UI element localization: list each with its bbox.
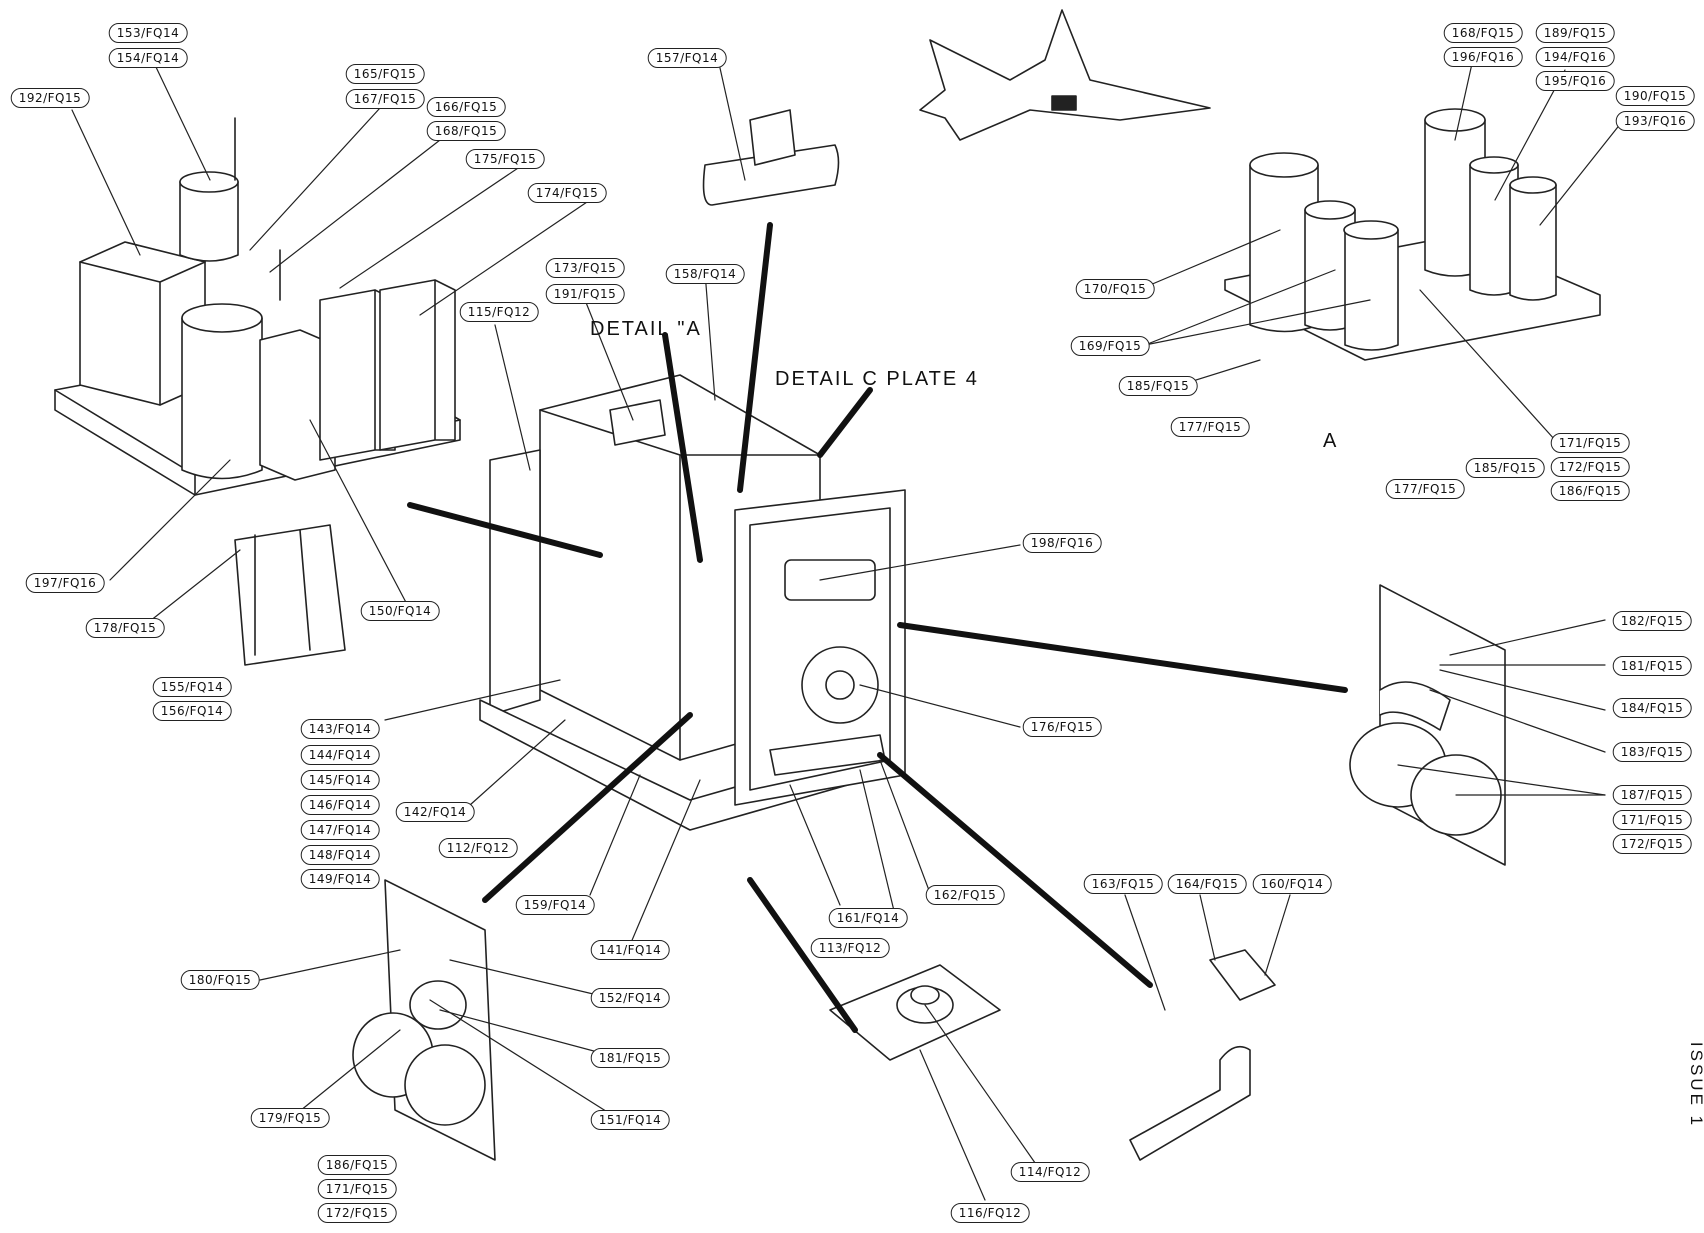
top-left-power-unit bbox=[54, 117, 461, 666]
part-callout: 193/FQ16 bbox=[1615, 111, 1695, 131]
part-callout: 177/FQ15 bbox=[1385, 479, 1465, 499]
view-a-caption: A bbox=[1323, 430, 1339, 452]
part-callout: 196/FQ16 bbox=[1443, 47, 1523, 67]
detail-a-caption: DETAIL "A bbox=[590, 318, 702, 340]
part-callout: 164/FQ15 bbox=[1167, 874, 1247, 894]
part-callout: 198/FQ16 bbox=[1022, 533, 1102, 553]
part-callout: 167/FQ15 bbox=[345, 89, 425, 109]
part-callout: 173/FQ15 bbox=[545, 258, 625, 278]
part-callout: 156/FQ14 bbox=[152, 701, 232, 721]
part-callout: 158/FQ14 bbox=[665, 264, 745, 284]
connector-plug bbox=[702, 109, 840, 206]
part-callout: 159/FQ14 bbox=[515, 895, 595, 915]
left-lower-panel bbox=[352, 879, 496, 1161]
part-callout: 160/FQ14 bbox=[1252, 874, 1332, 894]
part-callout: 191/FQ15 bbox=[545, 284, 625, 304]
part-callout: 172/FQ15 bbox=[317, 1203, 397, 1223]
part-callout: 150/FQ14 bbox=[360, 601, 440, 621]
valve-deck-detail-a bbox=[1224, 108, 1601, 361]
part-callout: 157/FQ14 bbox=[647, 48, 727, 68]
base-mount bbox=[829, 964, 1001, 1061]
part-callout: 116/FQ12 bbox=[950, 1203, 1030, 1223]
part-callout: 183/FQ15 bbox=[1612, 742, 1692, 762]
leader-lines bbox=[71, 49, 1626, 1201]
part-callout: 194/FQ16 bbox=[1535, 47, 1615, 67]
part-callout: 152/FQ14 bbox=[590, 988, 670, 1008]
central-chassis bbox=[479, 374, 906, 831]
part-callout: 187/FQ15 bbox=[1612, 785, 1692, 805]
part-callout: 186/FQ15 bbox=[1550, 481, 1630, 501]
part-callout: 182/FQ15 bbox=[1612, 611, 1692, 631]
part-callout: 144/FQ14 bbox=[300, 745, 380, 765]
part-callout: 142/FQ14 bbox=[395, 802, 475, 822]
part-callout: 154/FQ14 bbox=[108, 48, 188, 68]
part-callout: 147/FQ14 bbox=[300, 820, 380, 840]
part-callout: 166/FQ15 bbox=[426, 97, 506, 117]
part-callout: 168/FQ15 bbox=[1443, 23, 1523, 43]
part-callout: 170/FQ15 bbox=[1075, 279, 1155, 299]
part-callout: 155/FQ14 bbox=[152, 677, 232, 697]
detail-c-caption: DETAIL C PLATE 4 bbox=[775, 368, 979, 390]
part-callout: 197/FQ16 bbox=[25, 573, 105, 593]
part-callout: 115/FQ12 bbox=[459, 302, 539, 322]
part-callout: 112/FQ12 bbox=[438, 838, 518, 858]
part-callout: 163/FQ15 bbox=[1083, 874, 1163, 894]
part-callout: 146/FQ14 bbox=[300, 795, 380, 815]
part-callout: 185/FQ15 bbox=[1118, 376, 1198, 396]
part-callout: 190/FQ15 bbox=[1615, 86, 1695, 106]
part-callout: 195/FQ16 bbox=[1535, 71, 1615, 91]
part-callout: 178/FQ15 bbox=[85, 618, 165, 638]
part-callout: 168/FQ15 bbox=[426, 121, 506, 141]
part-callout: 175/FQ15 bbox=[465, 149, 545, 169]
part-callout: 143/FQ14 bbox=[300, 719, 380, 739]
part-callout: 184/FQ15 bbox=[1612, 698, 1692, 718]
part-callout: 162/FQ15 bbox=[925, 885, 1005, 905]
part-callout: 113/FQ12 bbox=[810, 938, 890, 958]
part-callout: 181/FQ15 bbox=[1612, 656, 1692, 676]
part-callout: 181/FQ15 bbox=[590, 1048, 670, 1068]
part-callout: 180/FQ15 bbox=[180, 970, 260, 990]
part-callout: 151/FQ14 bbox=[590, 1110, 670, 1130]
part-callout: 177/FQ15 bbox=[1170, 417, 1250, 437]
part-callout: 114/FQ12 bbox=[1010, 1162, 1090, 1182]
part-callout: 171/FQ15 bbox=[1612, 810, 1692, 830]
part-callout: 179/FQ15 bbox=[250, 1108, 330, 1128]
part-callout: 176/FQ15 bbox=[1022, 717, 1102, 737]
aircraft-silhouette bbox=[919, 9, 1211, 141]
part-callout: 192/FQ15 bbox=[10, 88, 90, 108]
part-callout: 149/FQ14 bbox=[300, 869, 380, 889]
part-callout: 153/FQ14 bbox=[108, 23, 188, 43]
part-callout: 148/FQ14 bbox=[300, 845, 380, 865]
part-callout: 169/FQ15 bbox=[1070, 336, 1150, 356]
part-callout: 186/FQ15 bbox=[317, 1155, 397, 1175]
part-callout: 174/FQ15 bbox=[527, 183, 607, 203]
part-callout: 172/FQ15 bbox=[1612, 834, 1692, 854]
right-side-panel bbox=[1349, 584, 1506, 866]
handle-bracket bbox=[1129, 949, 1276, 1161]
part-callout: 171/FQ15 bbox=[1550, 433, 1630, 453]
part-callout: 141/FQ14 bbox=[590, 940, 670, 960]
detail-pointers bbox=[407, 222, 1348, 1033]
part-callout: 185/FQ15 bbox=[1465, 458, 1545, 478]
part-callout: 165/FQ15 bbox=[345, 64, 425, 84]
part-callout: 172/FQ15 bbox=[1550, 457, 1630, 477]
issue-label: ISSUE 1 bbox=[1687, 1041, 1704, 1128]
part-callout: 171/FQ15 bbox=[317, 1179, 397, 1199]
part-callout: 145/FQ14 bbox=[300, 770, 380, 790]
part-callout: 161/FQ14 bbox=[828, 908, 908, 928]
part-callout: 189/FQ15 bbox=[1535, 23, 1615, 43]
